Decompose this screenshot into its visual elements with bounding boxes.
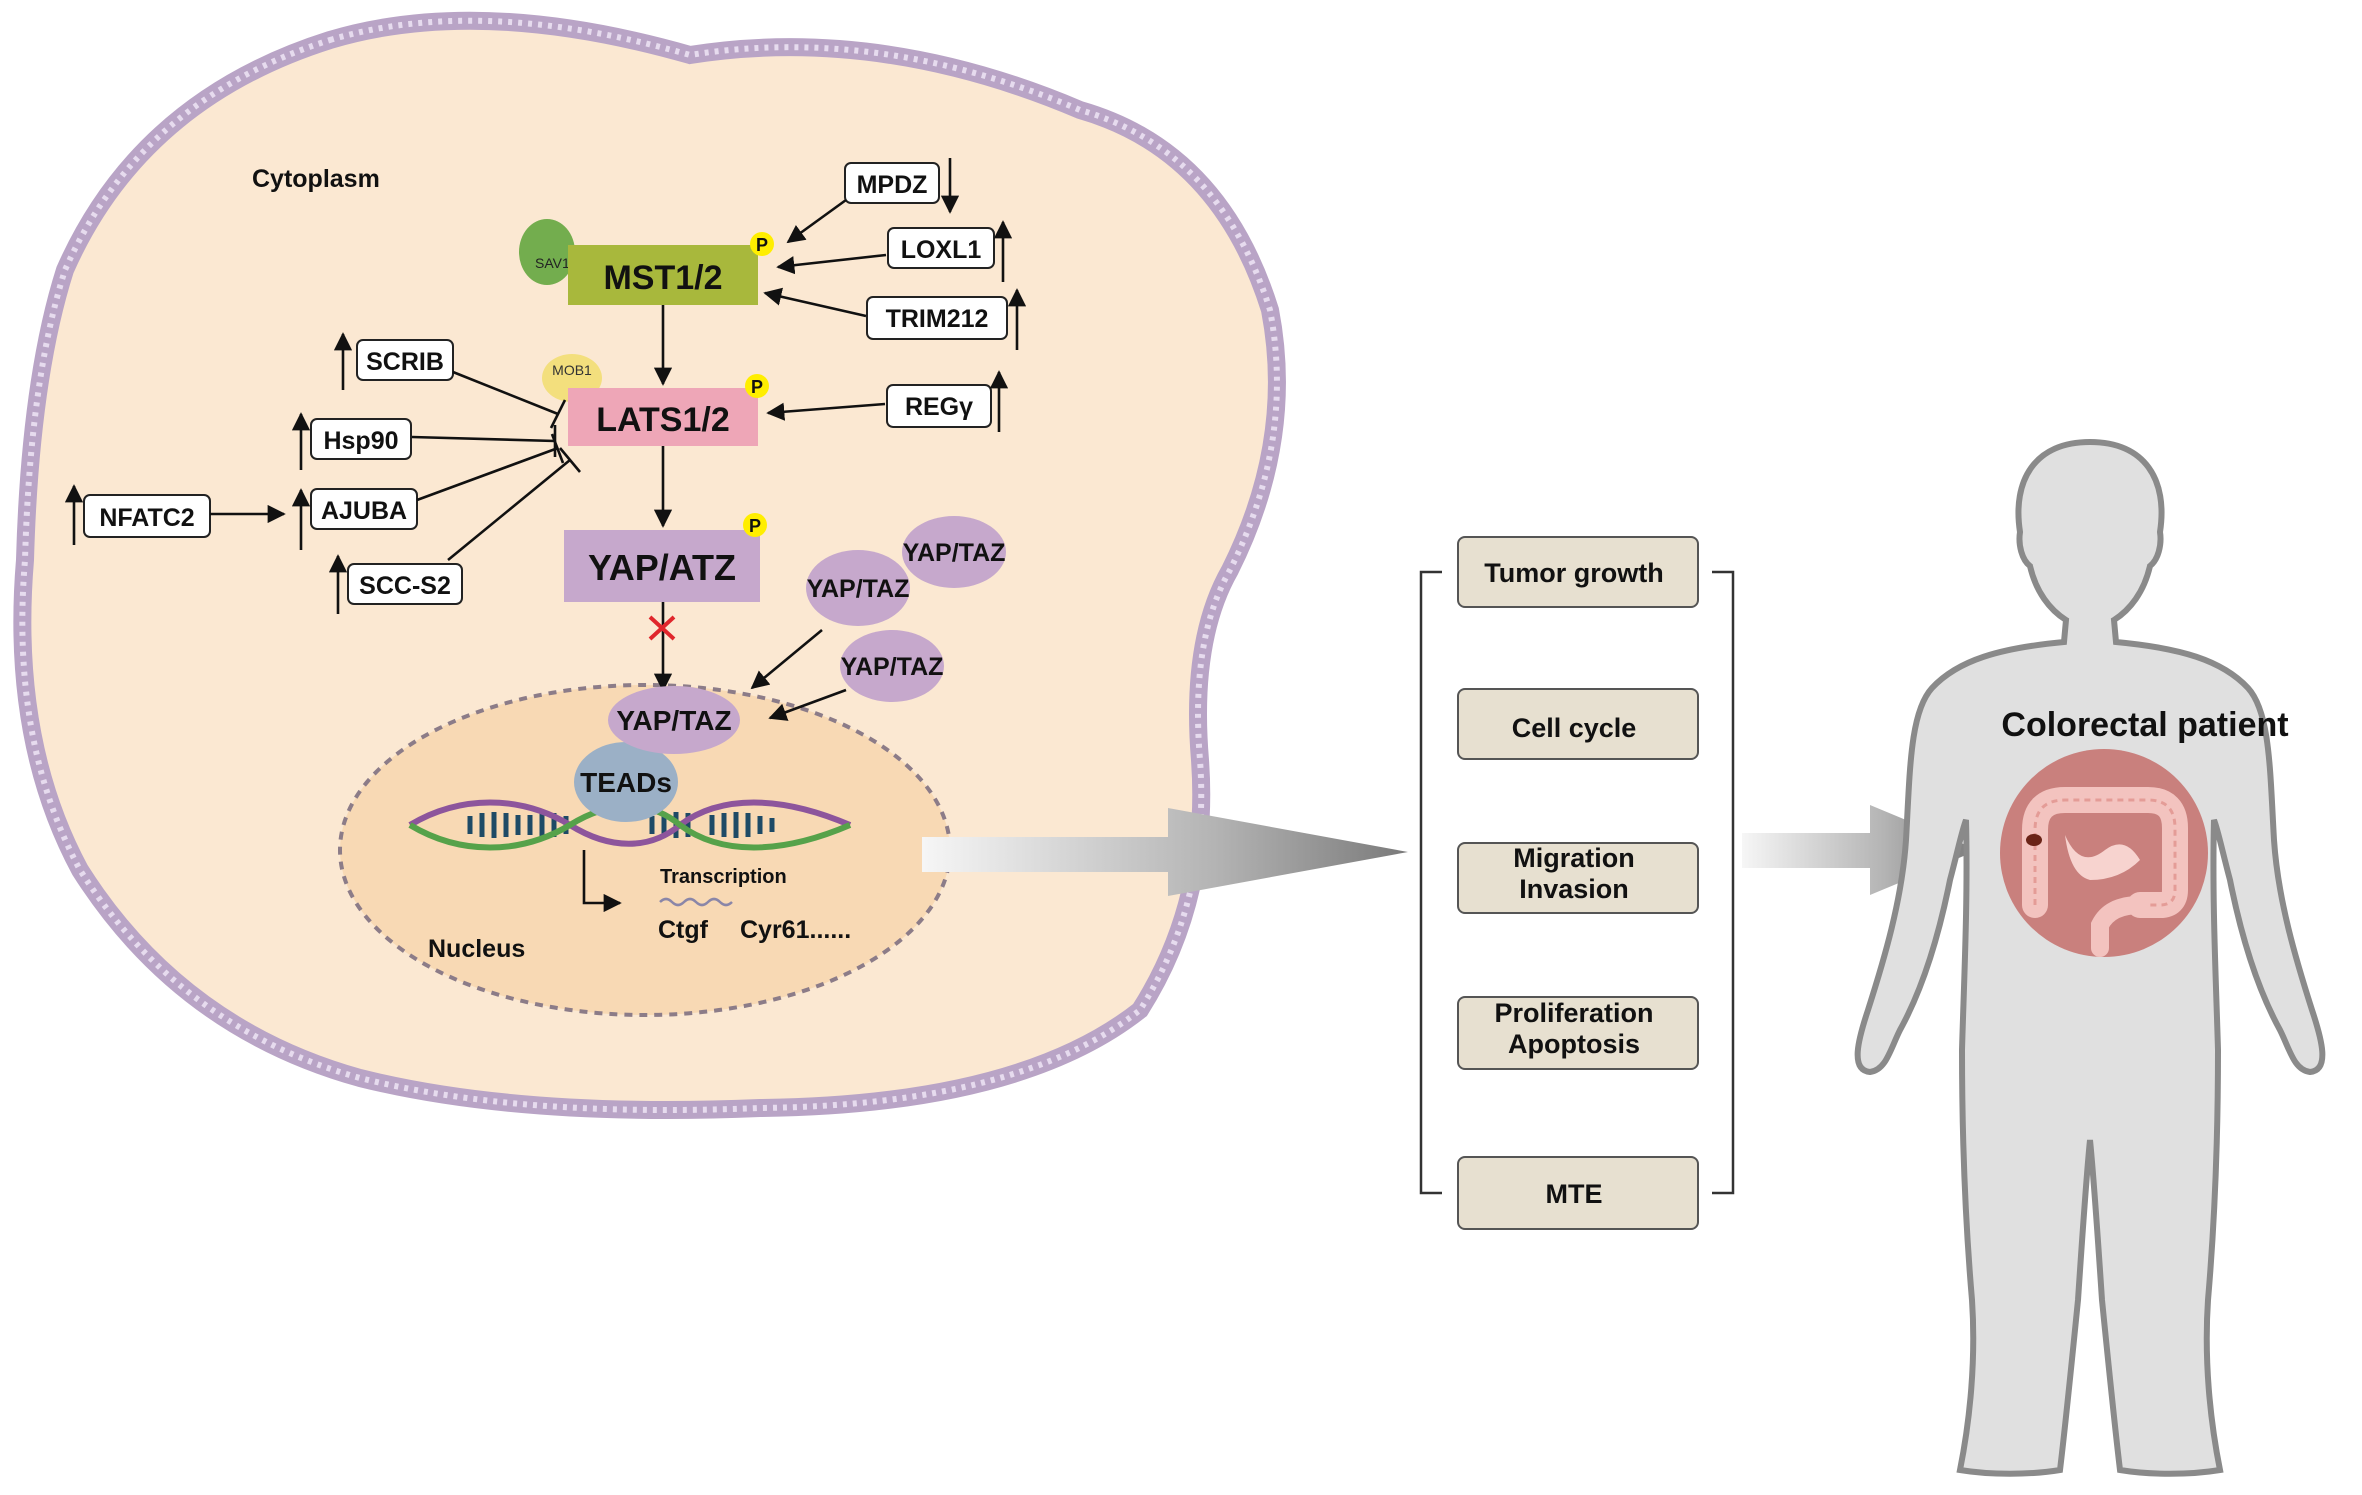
outcome-box-4: [1457, 996, 1699, 1070]
lats-label: LATS1/2: [596, 401, 730, 439]
lats-phospho-label: P: [751, 377, 763, 397]
svg-text:AJUBA: AJUBA: [321, 497, 407, 525]
yaptaz-free-1-label: YAP/TAZ: [903, 539, 1006, 567]
yaptaz-free-3-label: YAP/TAZ: [841, 653, 944, 681]
outcome-box-3: [1457, 842, 1699, 914]
tumor-spot: [2026, 834, 2042, 846]
sav1-node: [519, 219, 575, 285]
regulator-sccs2: SCC-S2: [328, 447, 581, 614]
outcome-1-label: Tumor growth: [1484, 558, 1663, 588]
mst-label: MST1/2: [603, 259, 722, 297]
gene-ctgf: Ctgf: [658, 916, 709, 944]
arrow-cell-to-outcomes: [922, 808, 1408, 896]
svg-text:SCC-S2: SCC-S2: [359, 572, 451, 600]
nucleus-label: Nucleus: [428, 935, 525, 963]
yaptaz-free-3: [840, 630, 944, 702]
svg-text:Hsp90: Hsp90: [323, 427, 398, 455]
yap-atz-node: [564, 530, 760, 602]
svg-text:NFATC2: NFATC2: [99, 504, 194, 532]
teads-node: [574, 742, 678, 822]
regulator-loxl1: LOXL1: [776, 220, 1013, 282]
arrow-yaptaz2-nuclear: [750, 628, 823, 690]
outcomes-bracket: [1419, 570, 1735, 1195]
blocked-cross: [648, 615, 676, 641]
gene-cyr61: Cyr61......: [740, 916, 851, 944]
mst-phospho-label: P: [756, 235, 768, 255]
yaptaz-nuclear: [608, 686, 740, 754]
mrna-squiggle: [659, 897, 733, 907]
mst-phospho: [750, 232, 774, 256]
lats-phospho: [745, 374, 769, 398]
yap-phospho-label: P: [749, 516, 761, 536]
teads-label: TEADs: [580, 767, 672, 798]
outcome-box-5: [1457, 1156, 1699, 1230]
outcome-5-label: MTE: [1546, 1179, 1603, 1209]
svg-text:REGγ: REGγ: [905, 393, 973, 421]
regulator-ajuba: AJUBA: [291, 433, 565, 550]
sav1-label: SAV1: [535, 255, 570, 271]
regulator-regy: REGγ: [766, 370, 1009, 432]
mst-node: [568, 245, 758, 305]
patient-label: Colorectal patient: [2001, 706, 2288, 744]
yaptaz-nuclear-label: YAP/TAZ: [616, 705, 731, 736]
regulator-trim212: TRIM212: [763, 287, 1027, 350]
yap-phospho: [743, 513, 767, 537]
yaptaz-free-1: [902, 516, 1006, 588]
patient-figure: Colorectal patient: [1854, 438, 2326, 1477]
arrow-yaptaz3-nuclear: [768, 688, 847, 721]
regulator-mpdz: MPDZ: [786, 158, 960, 244]
svg-text:SCRIB: SCRIB: [366, 348, 444, 376]
lats-node: [568, 388, 758, 446]
svg-text:MPDZ: MPDZ: [857, 171, 928, 199]
yaptaz-free-2-label: YAP/TAZ: [807, 575, 910, 603]
regulator-nfatc2: NFATC2: [64, 484, 286, 545]
transcription-label: Transcription: [660, 866, 787, 888]
yaptaz-free-2: [806, 550, 910, 626]
transcription-arrow: [582, 850, 622, 913]
patient-silhouette: [1854, 438, 2326, 1477]
regulator-scrib: SCRIB: [333, 332, 567, 429]
outcome-box-1: [1457, 536, 1699, 608]
svg-text:LOXL1: LOXL1: [901, 236, 982, 264]
regulator-hsp90: Hsp90: [291, 412, 557, 470]
outcome-2-label: Cell cycle: [1512, 713, 1637, 743]
svg-text:TRIM212: TRIM212: [886, 305, 989, 333]
cytoplasm-label: Cytoplasm: [252, 165, 380, 193]
outcome-box-2: [1457, 688, 1699, 760]
mob1-label: MOB1: [552, 362, 592, 378]
colon-icon: [2022, 787, 2188, 957]
yap-atz-label: YAP/ATZ: [588, 547, 736, 588]
